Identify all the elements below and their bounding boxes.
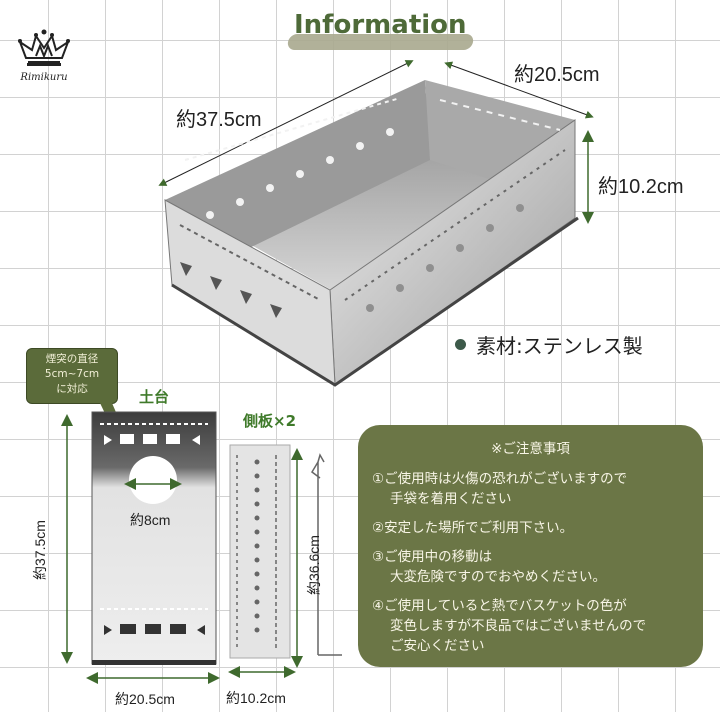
- side-panel-label: 側板×2: [243, 412, 297, 430]
- note-item-3: ③ご使用中の移動は 大変危険ですのでおやめください。: [372, 547, 689, 587]
- parts-illustration: [61, 403, 342, 684]
- side-width-label: 約10.2cm: [226, 690, 286, 706]
- brand-name: Rimikuru: [20, 72, 68, 83]
- caution-notes-panel: ※ご注意事項 ①ご使用時は火傷の恐れがございますので 手袋を着用ください ②安定…: [358, 425, 703, 667]
- base-plate-label: 土台: [139, 388, 170, 406]
- note-line: ③ご使用中の移動は: [372, 549, 493, 565]
- material-text: 素材:ステンレス製: [476, 334, 643, 358]
- title-text: Information: [294, 10, 467, 40]
- page-title: Information: [280, 8, 480, 52]
- note-line: 手袋を着用ください: [390, 491, 512, 507]
- callout-line-1: 煙突の直径: [45, 353, 99, 365]
- note-item-2: ②安定した場所でご利用下さい。: [372, 518, 689, 538]
- bullet-icon: [455, 339, 466, 350]
- base-length-label: 約37.5cm: [32, 520, 48, 580]
- note-line: ④ご使用していると熱でバスケットの色が: [372, 598, 627, 614]
- main-box-illustration: [158, 60, 594, 387]
- side-length-label: 約36.6cm: [306, 535, 322, 595]
- note-line: ご安心ください: [390, 638, 485, 654]
- note-line: 大変危険ですのでおやめください。: [390, 569, 606, 585]
- base-width-label: 約20.5cm: [115, 691, 175, 707]
- hole-diameter-label: 約8cm: [130, 512, 171, 528]
- note-item-1: ①ご使用時は火傷の恐れがございますので 手袋を着用ください: [372, 469, 689, 509]
- material-info: 素材:ステンレス製: [455, 330, 643, 359]
- callout-line-2: 5cm~7cm: [44, 368, 100, 380]
- note-line: 変色しますが不良品ではございませんので: [390, 618, 647, 634]
- chimney-callout: 煙突の直径 5cm~7cm に対応: [26, 348, 118, 404]
- main-length-label: 約37.5cm: [176, 109, 262, 131]
- notes-title: ※ご注意事項: [491, 441, 570, 457]
- note-item-4: ④ご使用していると熱でバスケットの色が 変色しますが不良品ではございませんので …: [372, 596, 689, 656]
- note-line: ②安定した場所でご利用下さい。: [372, 520, 574, 536]
- callout-line-3: に対応: [56, 383, 88, 395]
- note-line: ①ご使用時は火傷の恐れがございますので: [372, 471, 628, 487]
- main-height-label: 約10.2cm: [598, 176, 684, 198]
- brand-logo: Rimikuru: [14, 28, 74, 83]
- crown-icon: [17, 29, 71, 66]
- main-width-label: 約20.5cm: [514, 64, 600, 86]
